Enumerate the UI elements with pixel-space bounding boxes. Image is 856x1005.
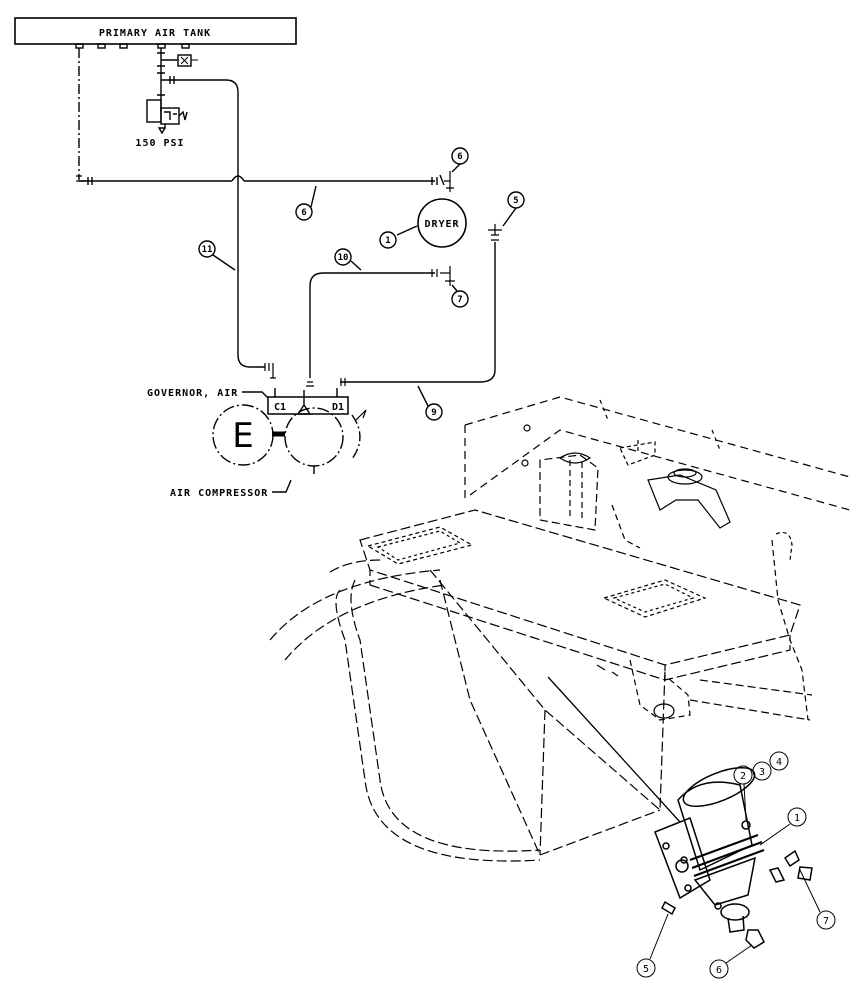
callout-line-7-end: 7 [457,295,462,305]
valve-pressure-label: 150 PSI [135,138,184,149]
line-10 [309,272,435,378]
line-9 [340,242,496,383]
assembly-callout-1: 1 [794,813,800,824]
assembly-callouts [636,751,836,979]
assembly-callout-7: 7 [823,916,829,927]
assembly-callout-5: 5 [643,964,649,975]
air-compressor [284,407,344,474]
line-11 [178,79,265,368]
truck-frame-drawing [269,396,851,862]
compressor-label: AIR COMPRESSOR [170,488,268,499]
assembly-callout-6: 6 [716,965,722,976]
engine-label: E [232,416,253,456]
callout-line-6-end: 6 [457,152,462,162]
port-c1-label: C1 [274,402,286,413]
assembly-leader-line [547,676,681,823]
dryer [417,198,467,248]
callout-line-6: 6 [301,208,306,218]
callout-dryer: 1 [385,236,390,246]
governor-label: GOVERNOR, AIR [147,388,238,399]
engine-symbol [212,404,285,466]
callout-line-11: 11 [202,245,213,255]
tank-label: PRIMARY AIR TANK [99,28,211,39]
assembly-callout-3: 3 [759,767,765,778]
port-d1-label: D1 [332,402,344,413]
dryer-label: DRYER [424,219,459,230]
assembly-callout-2: 2 [740,771,746,782]
relief-valve-icon [146,99,188,135]
primary-air-tank [14,17,297,49]
callout-line-5-end: 5 [513,196,518,206]
callout-line-10: 10 [338,253,349,263]
dryer-assembly [654,766,813,949]
callout-line-9: 9 [431,408,436,418]
assembly-callout-4: 4 [776,757,782,768]
